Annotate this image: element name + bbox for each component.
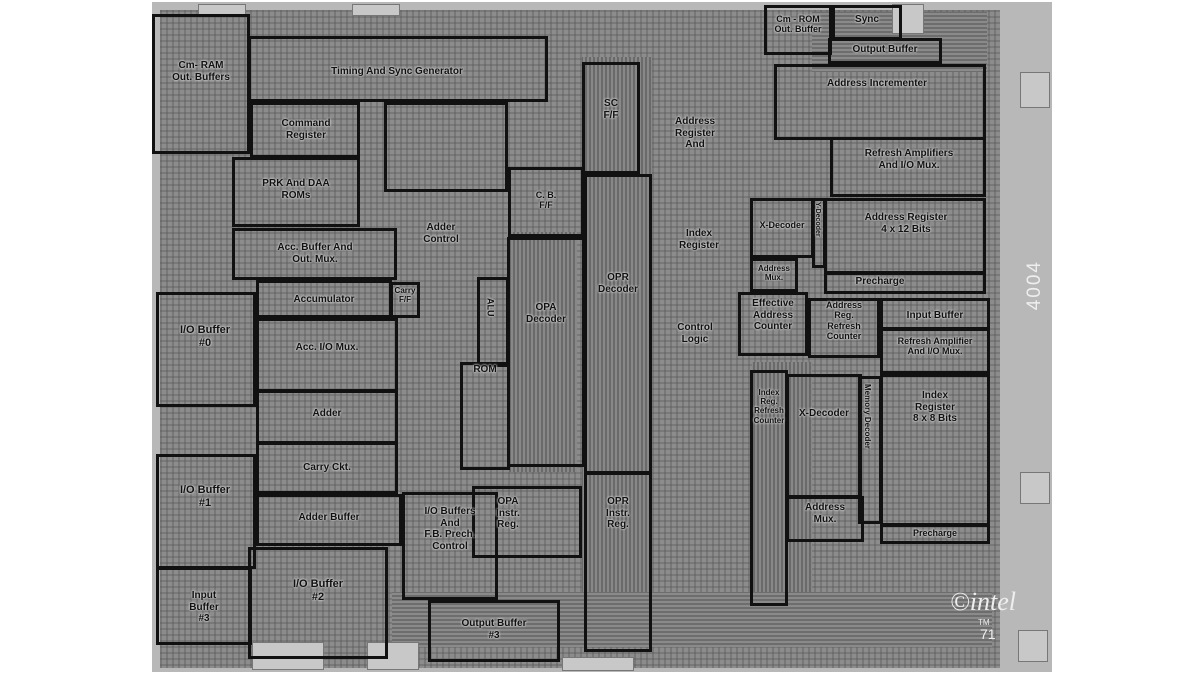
label-adder-buffer: Adder Buffer [298, 512, 360, 523]
trademark-mark: TM [978, 618, 990, 627]
block-sc-ff [582, 62, 640, 174]
label-carry-ckt: Carry Ckt. [303, 462, 351, 473]
label-address-incrementer: Address Incrementer [826, 78, 928, 89]
block-io-buffer-1 [156, 454, 256, 569]
label-x-decoder-top: X-Decoder [759, 220, 805, 230]
block-precharge-bottom [880, 524, 990, 544]
block-rom [460, 362, 510, 470]
chip-die: Cm- RAM Out. Buffers Timing And Sync Gen… [152, 2, 1052, 672]
block-address-mux-top [750, 258, 798, 292]
label-cm-rom-out-buffer: Cm - ROM Out. Buffer [774, 14, 822, 35]
block-command-register [250, 102, 360, 158]
label-index-register-8x8: Index Register 8 x 8 Bits [913, 390, 957, 424]
bond-pad [1020, 72, 1050, 108]
label-opa-instr-reg: OPA Instr. Reg. [496, 496, 520, 530]
block-carry-ff [390, 282, 420, 318]
label-acc-buffer-out-mux: Acc. Buffer And Out. Mux. [277, 242, 353, 265]
label-adder-control: Adder Control [423, 222, 459, 245]
block-output-buffer [828, 38, 942, 64]
block-address-incrementer [774, 64, 986, 140]
block-refresh-amplifiers-io-mux [830, 137, 986, 197]
label-effective-address-counter: Effective Address Counter [752, 298, 794, 332]
chip-part-number: 4004 [1024, 260, 1045, 311]
label-prk-daa-roms: PRK And DAA ROMs [262, 178, 330, 201]
bond-pad [892, 4, 924, 34]
label-address-mux-top: Address Mux. [757, 264, 790, 283]
label-rom: ROM [473, 364, 497, 375]
block-prk-daa-roms [232, 157, 360, 227]
label-refresh-amplifier-io-mux: Refresh Amplifier And I/O Mux. [897, 336, 973, 357]
label-sync: Sync [855, 14, 879, 25]
block-cm-ram-out-buffers [152, 14, 250, 154]
block-address-mux-bottom [786, 496, 864, 542]
label-opr-instr-reg: OPR Instr. Reg. [606, 496, 630, 530]
label-input-buffer-3: Input Buffer #3 [189, 590, 219, 624]
label-address-reg-refresh-counter: Address Reg. Refresh Counter [825, 300, 862, 342]
label-io-buffer-2: I/O Buffer #2 [292, 578, 344, 603]
circuit-texture [152, 2, 1052, 672]
block-address-register-4x12 [824, 198, 986, 274]
label-opa-decoder: OPA Decoder [525, 302, 566, 325]
label-command-register: Command Register [281, 118, 331, 141]
block-io-buffer-0 [156, 292, 256, 407]
bond-pad [352, 4, 400, 16]
label-refresh-amplifiers-io-mux: Refresh Amplifiers And I/O Mux. [864, 148, 954, 171]
block-alu [477, 277, 509, 367]
label-sc-ff: SC F/F [603, 98, 619, 121]
label-output-buffer: Output Buffer [852, 44, 918, 55]
label-io-buffers-fb-prech: I/O Buffers And F.B. Prech. Control [424, 506, 476, 552]
bond-pad [1018, 630, 1048, 662]
label-control-logic: Control Logic [677, 322, 713, 345]
label-precharge-bottom: Precharge [912, 528, 958, 538]
label-address-register-4x12: Address Register 4 x 12 Bits [864, 212, 948, 235]
label-acc-io-mux: Acc. I/O Mux. [295, 342, 359, 353]
block-opr-instr-reg [584, 472, 652, 652]
label-input-buffer: Input Buffer [906, 310, 964, 321]
block-timing-sync-generator [248, 36, 548, 102]
block-precharge-top [824, 272, 986, 294]
block-output-buffer-3 [428, 600, 560, 662]
block-carry-ckt [256, 442, 398, 494]
label-output-buffer-3: Output Buffer #3 [461, 618, 527, 641]
bond-pad [1020, 472, 1050, 504]
label-address-register-index: Address Register And [674, 116, 715, 150]
block-acc-buffer-out-mux [232, 228, 397, 280]
label-x-decoder-bottom: X-Decoder [798, 408, 849, 419]
block-acc-io-mux [256, 318, 398, 392]
block-refresh-amplifier-io-mux [880, 328, 990, 374]
block-effective-address-counter [738, 292, 808, 356]
block-address-reg-refresh-counter [808, 298, 880, 358]
block-x-decoder-bottom [786, 374, 862, 498]
label-timing-sync-generator: Timing And Sync Generator [331, 66, 463, 77]
block-io-buffer-2 [248, 547, 388, 659]
block-adder-control [384, 102, 508, 192]
chip-year: 71 [980, 626, 996, 642]
block-c-b-ff [508, 167, 584, 237]
label-c-b-ff: C. B. F/F [535, 190, 557, 211]
block-adder-buffer [256, 494, 402, 546]
label-io-buffer-1: I/O Buffer #1 [179, 484, 231, 509]
block-io-buffers-fb-prech [402, 492, 498, 600]
label-opr-decoder: OPR Decoder [597, 272, 638, 295]
block-cm-rom-out-buffer [764, 5, 832, 55]
label-cm-ram-out-buffers: Cm- RAM Out. Buffers [172, 60, 230, 83]
label-precharge-top: Precharge [855, 276, 905, 287]
label-adder: Adder [312, 408, 342, 419]
label-accumulator: Accumulator [293, 294, 355, 305]
label-y-decoder: Y-Decoder [814, 202, 822, 237]
bond-pad [562, 657, 634, 671]
block-opr-decoder [584, 174, 652, 474]
label-index-register-mid: Index Register [678, 228, 719, 251]
label-carry-ff: Carry F/F [394, 286, 416, 305]
label-io-buffer-0: I/O Buffer #0 [179, 324, 231, 349]
label-address-mux-bottom: Address Mux. [804, 502, 845, 525]
intel-logo: ©intel [950, 587, 1016, 616]
label-memory-decoder: Memory Decoder [863, 384, 873, 449]
label-index-reg-refresh-counter: Index Reg. Refresh Counter [753, 388, 785, 425]
block-opa-decoder [507, 237, 585, 467]
block-opa-instr-reg [472, 486, 582, 558]
label-alu: ALU [485, 298, 496, 317]
